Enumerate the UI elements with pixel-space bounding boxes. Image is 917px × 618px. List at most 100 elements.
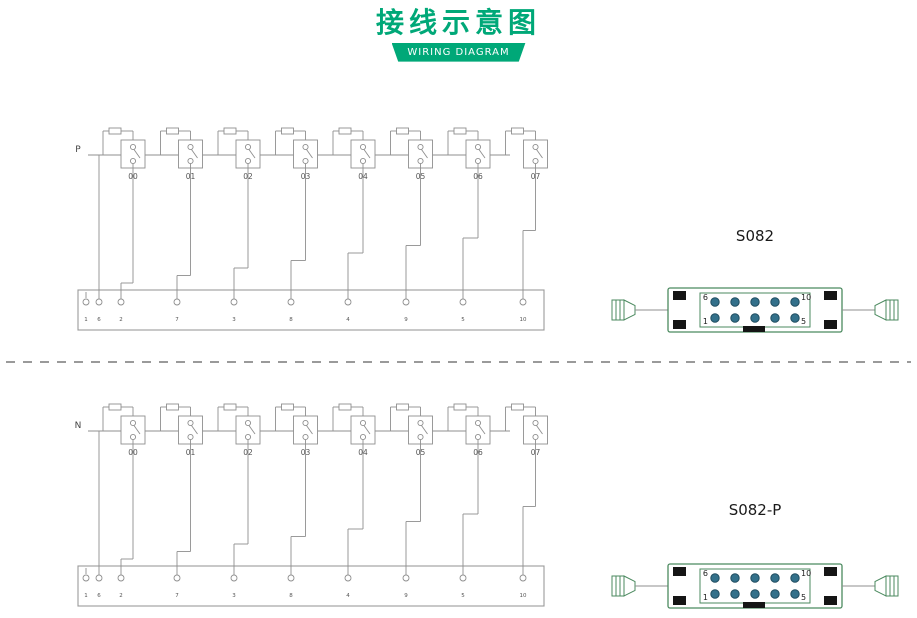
contact-point [302,419,309,427]
channel-unit: 07 [505,127,548,299]
channel-label: 04 [358,172,368,181]
pin-label-bottom-right: 5 [801,317,806,326]
terminal-circle [344,298,352,306]
terminal-number: 2 [119,593,123,599]
connector-label-s082-p: S082-P [728,501,782,519]
channel-unit: 05 [390,403,433,575]
contact-point [474,143,482,151]
contact-point [359,143,367,151]
channel-label: 01 [186,448,196,457]
terminal-circle [95,574,103,582]
pin-circle [770,313,780,323]
pin-circle [770,297,780,307]
switch-line [248,149,256,159]
resistor [223,403,237,411]
channel-label: 00 [128,448,138,457]
terminal-number: 1 [84,593,88,599]
terminal-number: 3 [232,317,236,323]
switch-line [133,425,141,435]
gland-taper-right [874,575,887,597]
switch-line [536,149,543,159]
terminal-number: 8 [289,593,293,599]
contact-point [474,419,482,427]
contact-point [187,143,194,151]
channel-label: 02 [243,172,253,181]
pin-circle [750,573,760,583]
resistor [511,127,524,135]
switch-line [478,149,486,159]
contact-point [129,143,137,151]
channel-unit: 05 [390,127,433,299]
terminal-number: 5 [461,593,465,599]
channel-label: 03 [301,448,311,457]
pin-circle [790,589,800,599]
switch-line [191,425,198,435]
terminal-number: 10 [520,317,527,323]
pin-circle [750,589,760,599]
subtitle-banner: WIRING DIAGRAM [391,42,526,62]
terminal-circle [459,574,467,582]
terminal-circle [117,574,125,582]
switch-line [536,425,543,435]
terminal-circle [117,298,125,306]
connector-pad [824,291,837,300]
terminal-number: 9 [404,317,408,323]
switch-line [421,425,428,435]
cable-gland-right [885,575,899,597]
contact-point [417,433,424,441]
contact-point [532,157,539,165]
channel-unit: 04 [332,127,376,299]
connector-pad [673,320,686,329]
terminal-number: 2 [119,317,123,323]
page-title: 接线示意图 [375,6,541,39]
terminal-number: 1 [84,317,88,323]
terminal-circle [230,298,238,306]
terminal-circle [344,574,352,582]
rail-label: N [75,421,82,431]
terminal-number: 5 [461,317,465,323]
gland-taper-right [874,299,887,321]
pin-label-top-right: 10 [801,569,811,578]
pin-circle [710,313,720,323]
terminal-strip [77,565,545,607]
channel-unit: 03 [275,127,318,299]
terminal-number: 9 [404,593,408,599]
terminal-number: 7 [175,317,179,323]
channel-unit: 00 [102,403,146,575]
cable-gland-left [611,575,625,597]
resistor [338,403,352,411]
terminal-circle [230,574,238,582]
channel-unit: 01 [160,127,203,299]
gland-taper-left [623,299,636,321]
contact-point [532,433,539,441]
switch-line [248,425,256,435]
terminal-circle [519,574,527,582]
pin-circle [730,297,740,307]
cable-gland-right [885,299,899,321]
contact-point [302,157,309,165]
pin-circle [790,573,800,583]
pin-circle [790,313,800,323]
channel-unit: 07 [505,403,548,575]
switch-line [363,149,371,159]
terminal-circle [82,574,90,582]
contact-point [244,419,252,427]
channel-label: 02 [243,448,253,457]
resistor [281,403,294,411]
resistor [338,127,352,135]
contact-point [359,419,367,427]
terminal-number: 6 [97,317,101,323]
contact-point [474,157,482,165]
terminal-number: 10 [520,593,527,599]
pin-circle [770,589,780,599]
contact-point [302,143,309,151]
pin-circle [790,297,800,307]
contact-point [474,433,482,441]
switch-line [191,149,198,159]
header: 接线示意图 WIRING DIAGRAM [0,6,917,62]
connector-pad [824,320,837,329]
contact-point [244,433,252,441]
